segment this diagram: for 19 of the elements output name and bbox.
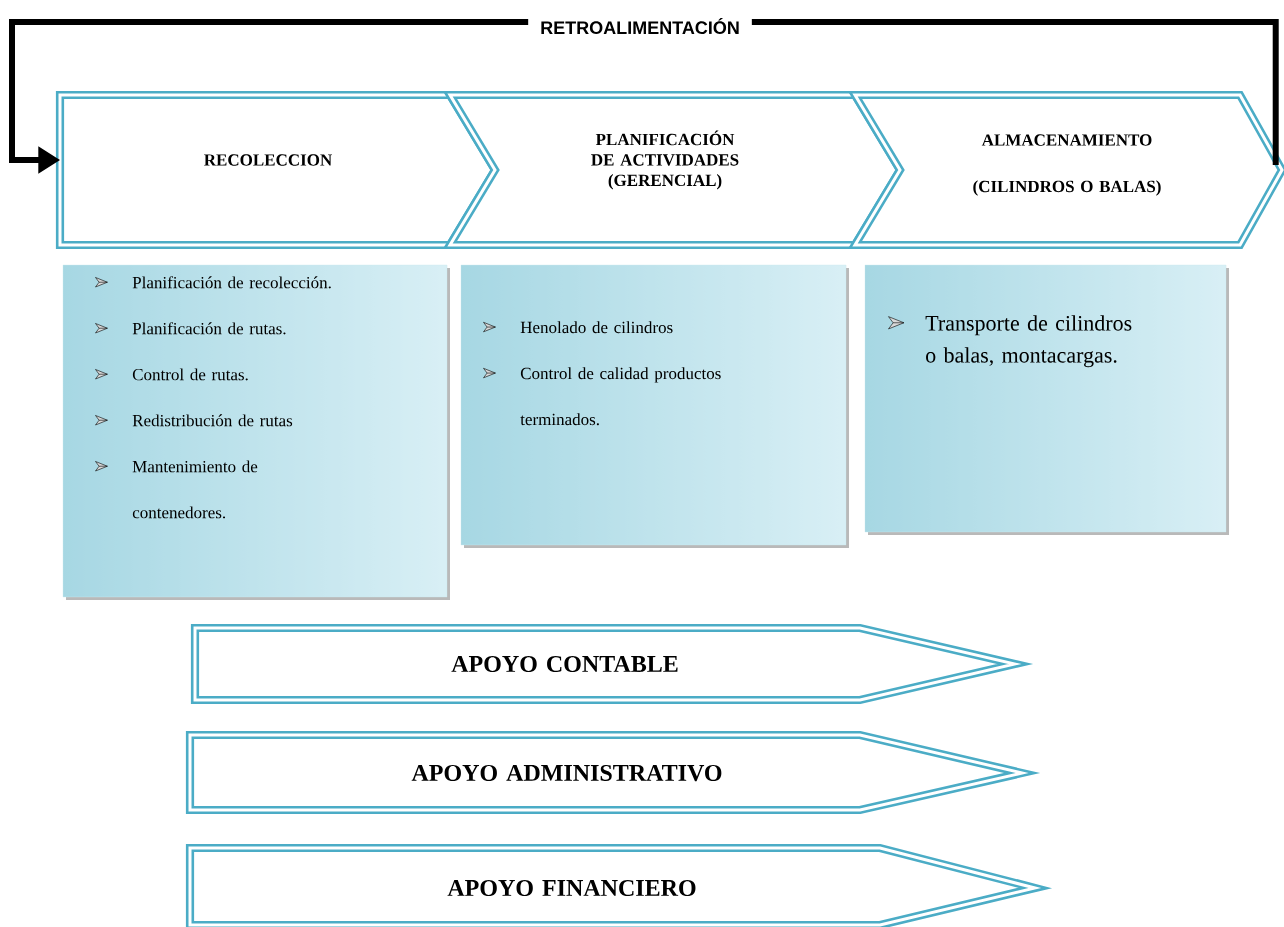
list-item: Planificación de recolección. xyxy=(132,276,331,289)
list-item: Transporte de cilindros o balas, montacargas. xyxy=(925,315,1132,368)
list-item: Planificación de rutas. xyxy=(132,322,286,335)
process-step-box: ALMACENAMIENTO (CILINDROS O BALAS) xyxy=(847,90,1284,250)
list-box xyxy=(460,264,847,546)
list-item: Redistribución de rutas xyxy=(132,414,293,427)
process-step-box: PLANIFICACIÓN DE ACTIVIDADES (GERENCIAL) xyxy=(442,90,905,250)
node-label: ALMACENAMIENTO xyxy=(981,134,1152,146)
list-item: Control de calidad productos terminados. xyxy=(520,367,721,426)
list-box xyxy=(864,264,1227,533)
list-box xyxy=(62,264,448,598)
support-banner: APOYO CONTABLE xyxy=(190,623,1034,705)
support-banner: APOYO ADMINISTRATIVO xyxy=(185,730,1041,815)
list-item: Henolado de cilindros xyxy=(520,321,673,334)
list-item: Mantenimiento de contenedores. xyxy=(132,460,258,519)
node-label: (CILINDROS O BALAS) xyxy=(973,180,1161,196)
edge-label: RETROALIMENTACIÓN xyxy=(541,17,739,35)
list-item: Control de rutas. xyxy=(132,368,248,381)
support-banner: APOYO FINANCIERO xyxy=(185,843,1053,927)
